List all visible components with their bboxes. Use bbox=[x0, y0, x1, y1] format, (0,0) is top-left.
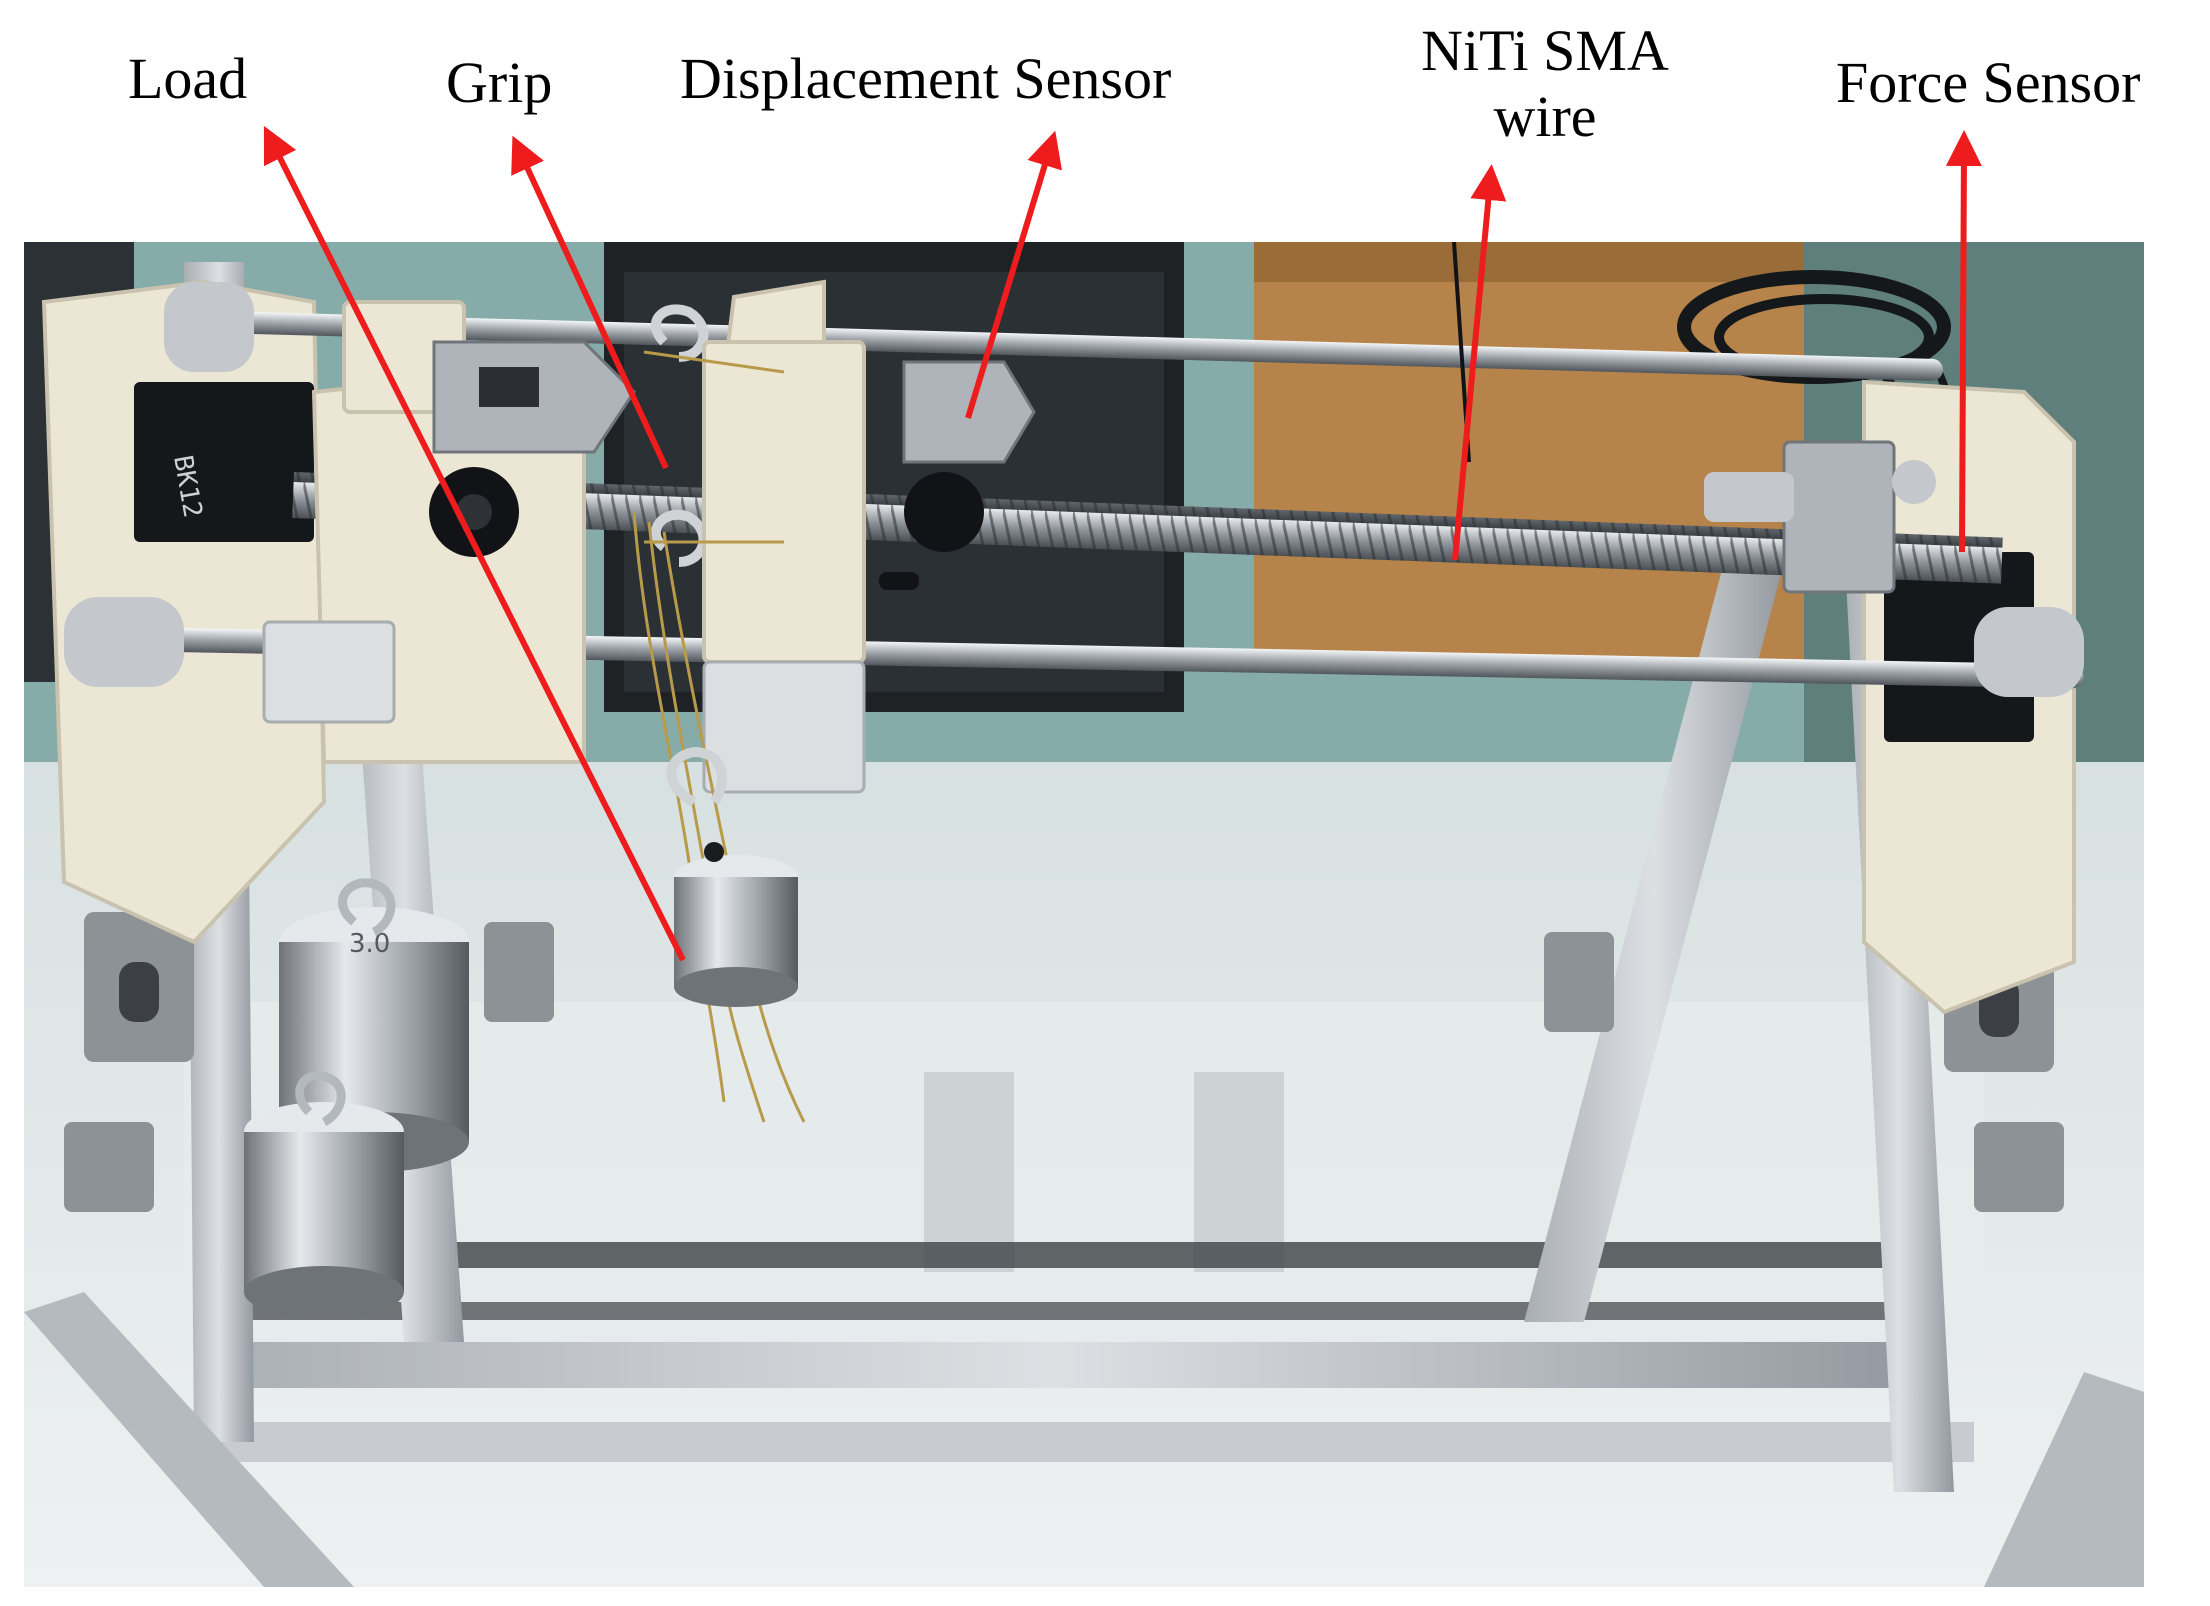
clamp-knob-2 bbox=[904, 472, 984, 552]
force-sensor bbox=[1782, 440, 1896, 594]
weight-marking: 3.0 bbox=[349, 929, 390, 959]
test-rig-photo: BK12 3.0 bbox=[24, 242, 2144, 1587]
label-niti-line-1: NiTi SMA bbox=[1421, 18, 1669, 83]
lower-rail-front bbox=[194, 1342, 1914, 1388]
right-post-inner bbox=[1524, 562, 1784, 1322]
clamp-jaw-2 bbox=[902, 360, 1036, 464]
label-load: Load bbox=[128, 46, 248, 111]
displacement-sensor-carriage bbox=[702, 340, 866, 664]
label-niti-line-2: wire bbox=[1493, 84, 1597, 149]
frame-corner-right bbox=[1984, 1372, 2144, 1587]
label-grip: Grip bbox=[446, 50, 553, 115]
label-force-sensor: Force Sensor bbox=[1836, 50, 2141, 115]
label-displacement-sensor: Displacement Sensor bbox=[680, 46, 1172, 111]
label-niti-sma-wire: NiTi SMA wire bbox=[1400, 22, 1690, 146]
frame-corner-left bbox=[24, 1292, 354, 1587]
bearing-block-bk12 bbox=[134, 382, 314, 542]
